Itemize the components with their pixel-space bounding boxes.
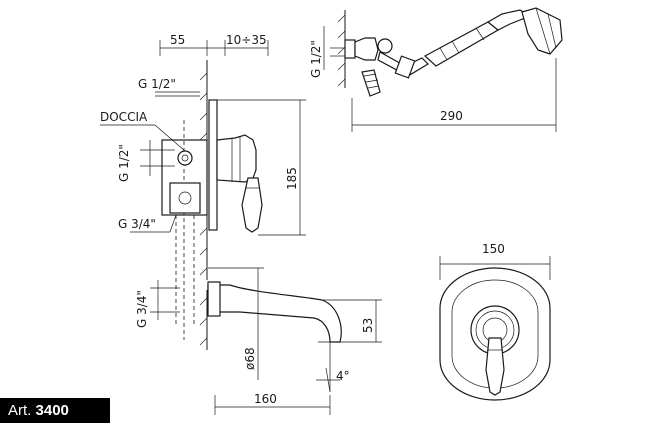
wall-outlet <box>344 39 356 59</box>
dim-150: 150 <box>482 242 505 256</box>
dim-g34-mid: G 3/4" <box>118 217 156 231</box>
valve-cartridge <box>216 134 257 183</box>
wall-plate <box>208 99 218 231</box>
bath-spout <box>207 284 342 343</box>
article-prefix: Art. <box>8 402 32 419</box>
dim-g12-shower: G 1/2" <box>309 40 323 78</box>
dim-g34-low: G 3/4" <box>135 290 149 328</box>
dim-10-35: 10÷35 <box>226 33 267 47</box>
dim-g12-top: G 1/2" <box>138 77 176 91</box>
dim-160: 160 <box>254 392 277 406</box>
dim-185: 185 <box>285 167 299 190</box>
front-lever <box>485 337 505 396</box>
lever-handle <box>241 177 263 233</box>
hand-shower-handle <box>423 21 500 67</box>
article-tag: Art. 3400 <box>0 398 110 423</box>
dim-4-degree: 4° <box>336 369 350 383</box>
dimension-lines <box>100 40 382 415</box>
label-doccia: DOCCIA <box>100 110 148 124</box>
front-view: 150 <box>439 242 551 401</box>
dim-53: 53 <box>361 318 375 333</box>
article-number: 3400 <box>35 402 69 419</box>
hand-shower-view: G 1/2" 290 <box>309 7 563 132</box>
dim-290: 290 <box>440 109 463 123</box>
side-view: 55 10÷35 G 1/2" DOCCIA G 1/2" G 3/4" 185… <box>100 33 382 415</box>
dim-68: ø68 <box>243 347 257 370</box>
shower-outlet-fitting <box>177 150 193 166</box>
dim-55: 55 <box>170 33 185 47</box>
dim-g12-side: G 1/2" <box>117 144 131 182</box>
